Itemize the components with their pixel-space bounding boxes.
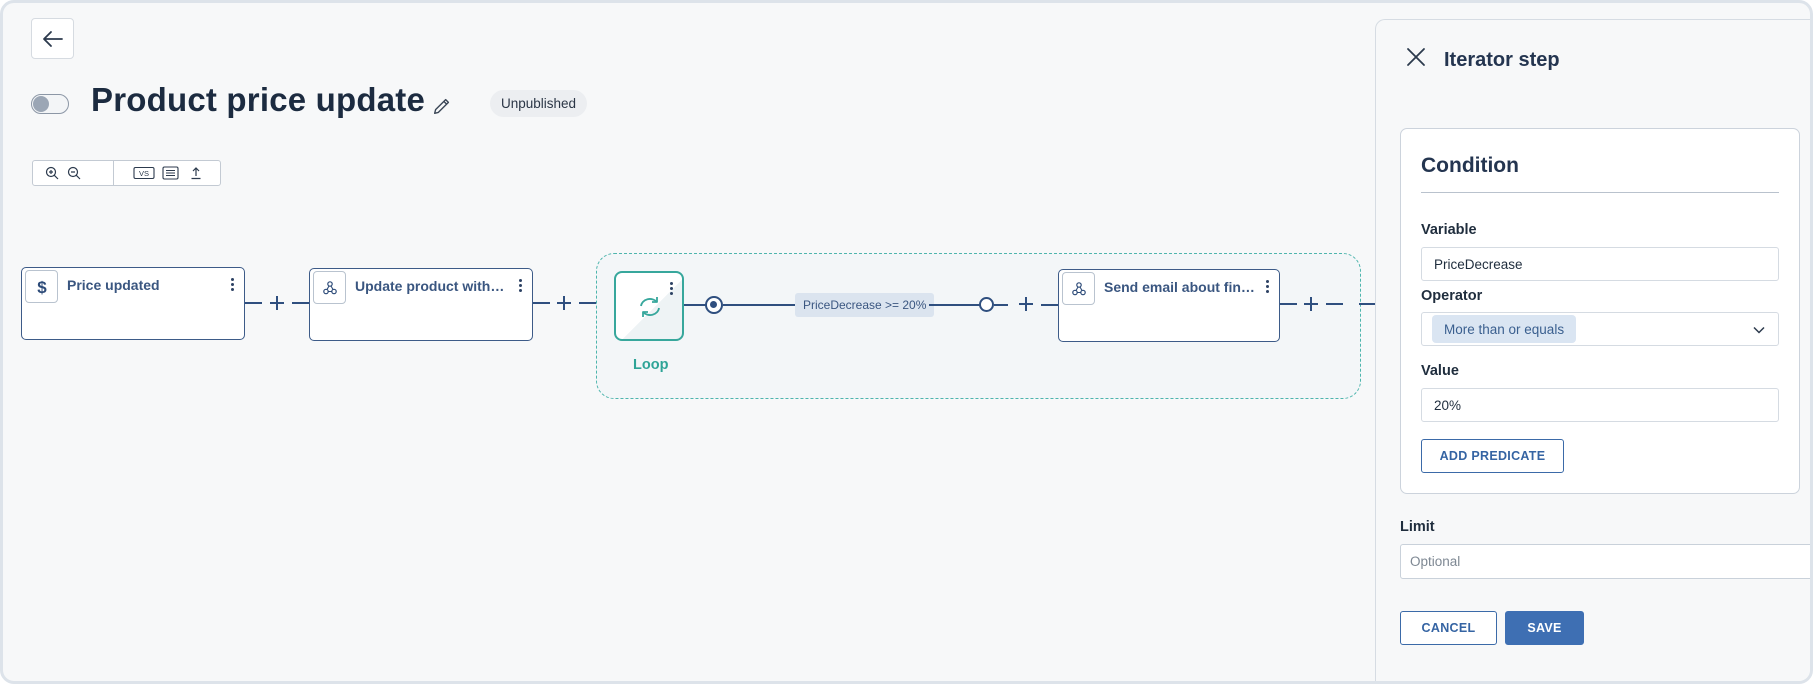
node-icon-box: $ <box>25 270 58 303</box>
webhook-node[interactable]: Send email about final... <box>1058 269 1280 342</box>
branch-start-node[interactable] <box>705 296 723 314</box>
connector-line <box>994 304 1008 306</box>
branch-end-node[interactable] <box>979 297 994 312</box>
add-step-button[interactable] <box>1017 295 1035 313</box>
status-badge: Unpublished <box>490 90 588 117</box>
cancel-button[interactable]: CANCEL <box>1400 611 1497 645</box>
connector-line <box>292 302 309 304</box>
export-icon <box>191 167 201 180</box>
variable-field[interactable]: PriceDecrease <box>1421 247 1779 281</box>
chevron-down-icon <box>1753 326 1765 334</box>
condition-title: Condition <box>1421 154 1519 177</box>
node-menu-button[interactable] <box>230 278 236 294</box>
export-button[interactable] <box>185 162 207 184</box>
toolbar-divider <box>113 161 114 185</box>
zoom-out-icon <box>67 166 81 180</box>
node-label: Update product with t... <box>355 278 505 294</box>
list-view-button[interactable] <box>159 162 181 184</box>
limit-input[interactable]: Optional <box>1400 544 1810 579</box>
connector-line <box>684 304 706 306</box>
connector-line <box>1041 304 1058 306</box>
limit-label: Limit <box>1400 519 1435 535</box>
dollar-icon: $ <box>37 278 47 297</box>
page-title: Product price update <box>91 81 426 118</box>
list-icon <box>161 166 179 180</box>
node-label: Price updated <box>67 277 160 293</box>
add-step-button[interactable] <box>1302 295 1320 313</box>
pencil-icon[interactable] <box>431 95 453 117</box>
node-label: Send email about final... <box>1104 279 1256 295</box>
loop-label: Loop <box>633 357 669 373</box>
zoom-in-icon <box>45 166 59 180</box>
node-icon-box <box>313 271 346 304</box>
condition-chip[interactable]: PriceDecrease >= 20% <box>795 293 935 317</box>
operator-selected-chip: More than or equals <box>1432 315 1577 343</box>
vs-icon: VS <box>133 166 155 180</box>
zoom-in-button[interactable] <box>41 162 63 184</box>
add-step-button[interactable] <box>555 294 573 312</box>
back-button[interactable] <box>31 18 74 59</box>
node-menu-button[interactable] <box>1265 280 1271 296</box>
connector-line <box>1359 303 1375 305</box>
add-predicate-button[interactable]: ADD PREDICATE <box>1421 439 1564 473</box>
condition-card <box>1400 128 1800 494</box>
variable-label: Variable <box>1421 222 1477 238</box>
connector-line <box>579 302 596 304</box>
trigger-node[interactable]: $ Price updated <box>21 267 245 340</box>
arrow-left-icon <box>42 30 63 47</box>
loop-menu-button[interactable] <box>669 282 673 297</box>
connector-line <box>723 304 795 306</box>
webhook-node[interactable]: Update product with t... <box>309 268 533 341</box>
webhook-icon <box>322 280 337 294</box>
operator-select[interactable]: More than or equals <box>1421 312 1779 346</box>
add-step-button[interactable] <box>268 294 286 312</box>
operator-label: Operator <box>1421 288 1483 304</box>
loop-node[interactable] <box>614 271 684 341</box>
toggle-knob <box>33 96 49 112</box>
canvas-toolbar: VS <box>32 160 221 186</box>
loop-arrows-icon <box>640 297 660 317</box>
value-field[interactable]: 20% <box>1421 388 1779 422</box>
divider <box>1421 192 1779 193</box>
connector-line <box>245 302 262 304</box>
svg-text:$: $ <box>37 278 47 297</box>
save-button[interactable]: SAVE <box>1505 611 1584 645</box>
publish-toggle[interactable] <box>31 94 69 114</box>
connector-line <box>1326 303 1343 305</box>
value-value: 20% <box>1434 397 1462 413</box>
limit-placeholder: Optional <box>1410 554 1461 569</box>
connector-line <box>533 302 550 304</box>
value-label: Value <box>1421 363 1459 379</box>
zoom-out-button[interactable] <box>63 162 85 184</box>
vs-button[interactable]: VS <box>133 162 155 184</box>
node-menu-button[interactable] <box>518 279 524 295</box>
webhook-icon <box>1071 281 1086 295</box>
connector-line <box>929 304 984 306</box>
vs-label: VS <box>139 169 149 178</box>
close-icon[interactable] <box>1405 46 1427 68</box>
connector-line <box>1280 303 1297 305</box>
variable-value: PriceDecrease <box>1434 256 1523 272</box>
panel-title: Iterator step <box>1444 49 1560 71</box>
node-icon-box <box>1062 272 1095 305</box>
